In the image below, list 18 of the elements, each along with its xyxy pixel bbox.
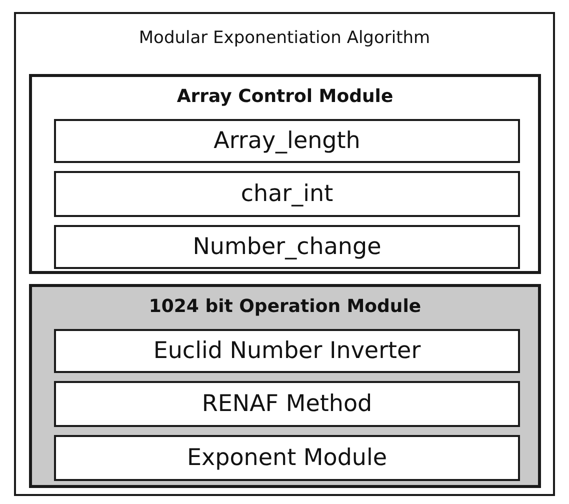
- function-box: [54, 119, 520, 163]
- function-label: RENAF Method: [200, 390, 374, 419]
- function-label: char_int: [240, 180, 334, 209]
- module-panel: [29, 74, 541, 274]
- function-label: Exponent Module: [186, 444, 388, 473]
- outer-frame: [14, 12, 555, 496]
- module-heading: 1024 bit Operation Module: [148, 296, 422, 317]
- function-label: Euclid Number Inverter: [152, 337, 422, 366]
- function-label: Number_change: [192, 233, 382, 262]
- function-box: [54, 381, 520, 427]
- function-box: [54, 225, 520, 269]
- function-label: Array_length: [212, 127, 362, 156]
- function-box: [54, 435, 520, 481]
- module-panel: [29, 284, 541, 488]
- function-box: [54, 329, 520, 373]
- frame-heading: Modular Exponentiation Algorithm: [138, 28, 432, 48]
- function-box: [54, 171, 520, 217]
- module-heading: Array Control Module: [176, 86, 394, 107]
